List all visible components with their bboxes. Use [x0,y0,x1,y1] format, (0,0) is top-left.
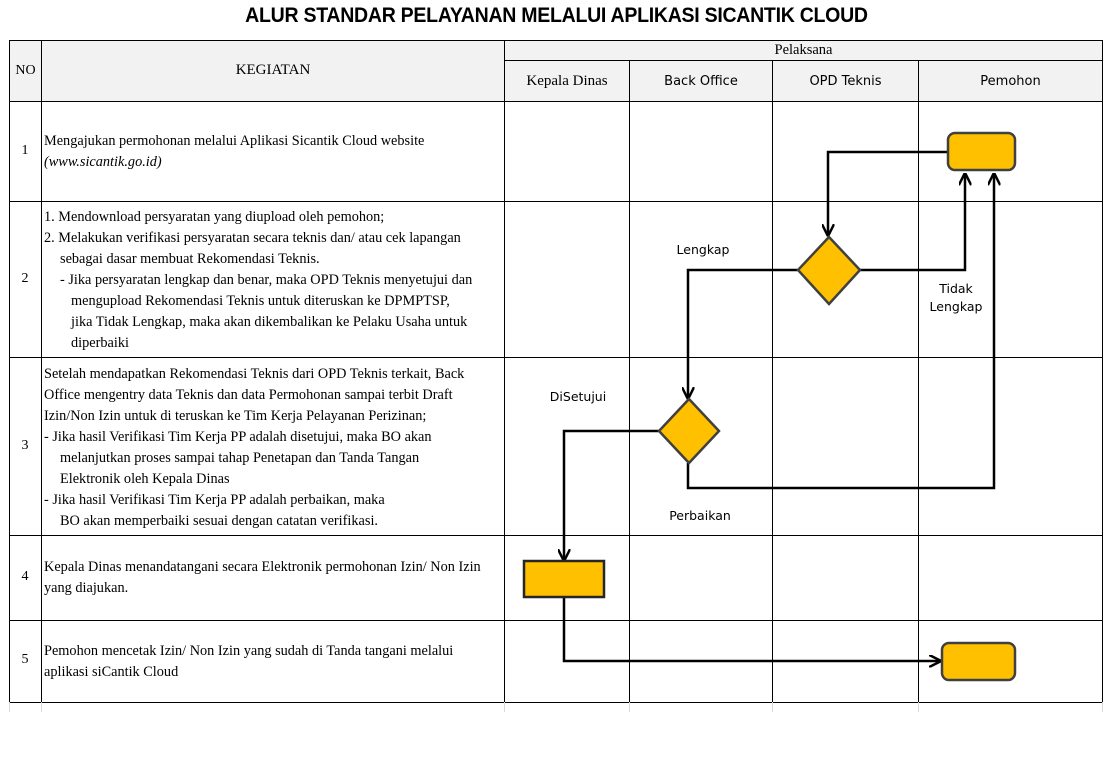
header-role-back-office-label: Back Office [664,73,738,89]
row-4-no: 4 [21,569,29,584]
pemohon-start-process [946,131,1017,172]
row-5-no: 5 [21,652,29,667]
row-3-line-6: Elektronik oleh Kepala Dinas [60,471,230,487]
label-perbaikan: Perbaikan [669,508,731,523]
row-3-line-5: melanjutkan proses sampai tahap Penetapa… [60,450,420,466]
row-2-line-6: jika Tidak Lengkap, maka akan dikembalik… [71,314,468,330]
header-role-pemohon: Pemohon [919,61,1102,101]
connector-kepala-dinas-to-pemohon [562,597,940,661]
row-2-line-4: - Jika persyaratan lengkap dan benar, ma… [60,272,473,288]
header-role-opd-teknis: OPD Teknis [773,61,918,101]
header-kegiatan-label: KEGIATAN [235,62,311,78]
header-role-pemohon-label: Pemohon [980,73,1041,89]
header-role-kepala-dinas: Kepala Dinas [505,61,629,101]
row-3-line-2: Office mengentry data Teknis dan data Pe… [44,387,453,403]
connector-lengkap-to-bo-decision [688,268,798,398]
header-role-kepala-dinas-label: Kepala Dinas [526,72,608,89]
label-disetujui: DiSetujui [549,389,607,404]
row-1-line-1: Mengajukan permohonan melalui Aplikasi S… [44,133,425,149]
back-office-verification-decision [657,397,721,465]
table-grid [9,40,1103,703]
row-5-line-1: Pemohon mencetak Izin/ Non Izin yang sud… [44,643,454,659]
connector-pemohon-to-opd-decision [828,150,948,235]
header-no-label: NO [15,63,36,78]
row-3-kegiatan: Setelah mendapatkan Rekomendasi Teknis d… [44,364,464,532]
row-4-kegiatan: Kepala Dinas menandatangani secara Elekt… [44,557,481,599]
label-tidak-lengkap-line2: Lengkap [929,299,983,314]
connector-tidak-lengkap-return [860,174,965,272]
header-role-back-office: Back Office [630,61,772,101]
header-no: NO [10,41,41,101]
row-1-kegiatan: Mengajukan permohonan melalui Aplikasi S… [44,131,424,173]
row-1-no: 1 [21,143,29,158]
row-2-line-2: 2. Melakukan verifikasi persyaratan seca… [44,230,461,246]
row-4-line-2: yang diajukan. [44,580,129,596]
pemohon-print-process [940,641,1017,682]
header-pelaksana: Pelaksana [505,41,1102,60]
flow-connectors [562,150,994,661]
row-3-line-7: - Jika hasil Verifikasi Tim Kerja PP ada… [44,492,385,508]
row-3-line-4: - Jika hasil Verifikasi Tim Kerja PP ada… [44,429,432,445]
row-2-line-1: 1. Mendownload persyaratan yang diupload… [44,209,385,225]
opd-verification-decision [796,235,862,306]
row-3-line-8: BO akan memperbaiki sesuai dengan catata… [60,513,378,529]
row-3-line-3: Izin/Non Izin untuk di teruskan ke Tim K… [44,408,427,424]
row-2-line-3: sebagai dasar membuat Rekomendasi Teknis… [60,251,320,267]
faint-gridlines [9,702,1103,712]
connector-disetujui-to-kepala-dinas [564,429,659,560]
row-3-no: 3 [21,438,29,453]
row-4-line-1: Kepala Dinas menandatangani secara Elekt… [44,559,481,575]
row-3-line-1: Setelah mendapatkan Rekomendasi Teknis d… [44,366,465,382]
header-kegiatan: KEGIATAN [42,41,504,101]
header-role-opd-teknis-label: OPD Teknis [809,73,882,89]
label-lengkap: Lengkap [676,242,730,257]
row-2-line-7: diperbaiki [71,335,129,351]
row-5-kegiatan: Pemohon mencetak Izin/ Non Izin yang sud… [44,641,453,683]
row-5-line-2: aplikasi siCantik Cloud [44,664,179,680]
header-pelaksana-label: Pelaksana [774,42,833,58]
page-title: ALUR STANDAR PELAYANAN MELALUI APLIKASI … [245,4,868,27]
connector-perbaikan-return [686,174,994,490]
row-2-kegiatan: 1. Mendownload persyaratan yang diupload… [44,207,472,354]
kepala-dinas-sign-process [522,559,606,599]
label-tidak-lengkap: Tidak Lengkap [924,280,988,316]
row-2-no: 2 [21,271,29,286]
row-1-line-2: (www.sicantik.go.id) [44,154,162,170]
row-2-line-5: mengupload Rekomendasi Teknis untuk dite… [71,293,450,309]
label-tidak-lengkap-line1: Tidak [939,281,973,296]
